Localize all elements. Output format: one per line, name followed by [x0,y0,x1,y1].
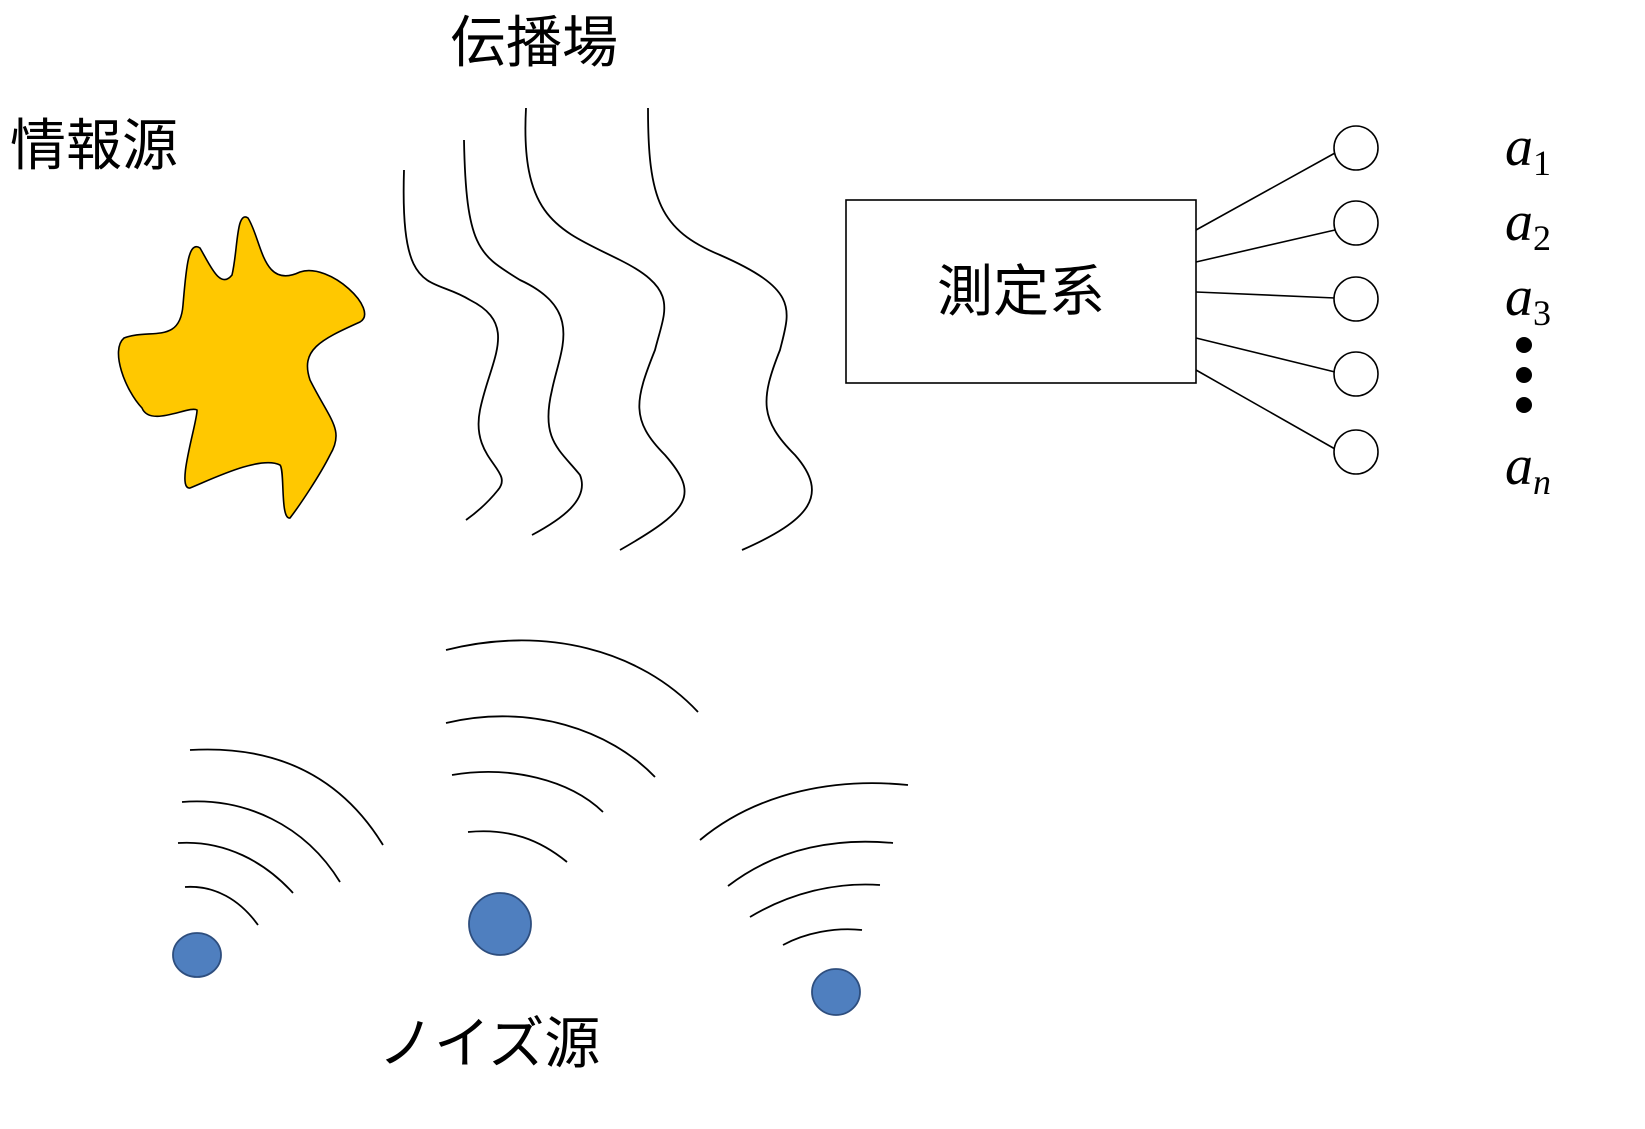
output-wire-2 [1195,229,1336,263]
output-label-a2: a2 [1505,191,1551,258]
propagation-wave-1 [402,169,503,521]
noise-wave-2c [451,771,604,813]
field-label: 伝播場 [450,11,618,76]
noise-wave-2a [445,639,699,713]
output-terminal-1 [1333,125,1379,171]
propagation-wave-4 [647,107,813,551]
ellipsis-dot-3 [1516,397,1532,413]
propagation-wave-3 [524,107,686,551]
noise-wave-1b [181,800,341,883]
output-terminal-3 [1333,276,1379,322]
output-wire-3 [1195,291,1336,299]
propagation-wave-2 [463,139,583,536]
ellipsis-dot-1 [1516,337,1532,353]
noise-wave-3d [782,928,863,946]
source-label: 情報源 [10,114,178,179]
output-terminal-4 [1333,351,1379,397]
measurement-system-box [845,199,1197,384]
noise-source-3 [811,968,861,1016]
output-label-a1: a1 [1505,116,1551,183]
noise-wave-1a [189,748,384,846]
noise-source-2 [468,892,532,956]
output-terminal-5 [1333,429,1379,475]
noise-source-1 [172,932,222,978]
noise-wave-3c [749,883,881,918]
information-source-shape [117,216,366,519]
noise-wave-2d [467,830,568,863]
noise-label: ノイズ源 [378,1012,600,1077]
output-label-a3: a3 [1505,266,1551,333]
noise-wave-1c [177,841,294,894]
output-wire-1 [1195,152,1336,231]
ellipsis-dot-2 [1516,367,1532,383]
noise-wave-3b [727,840,894,887]
measurement-system-label: 測定系 [937,260,1105,325]
output-label-an: an [1505,435,1551,502]
noise-wave-2b [445,715,656,778]
output-terminal-2 [1333,200,1379,246]
noise-wave-3a [699,782,909,841]
noise-wave-1d [184,886,259,926]
output-wire-5 [1195,369,1336,450]
output-wire-4 [1195,337,1336,373]
